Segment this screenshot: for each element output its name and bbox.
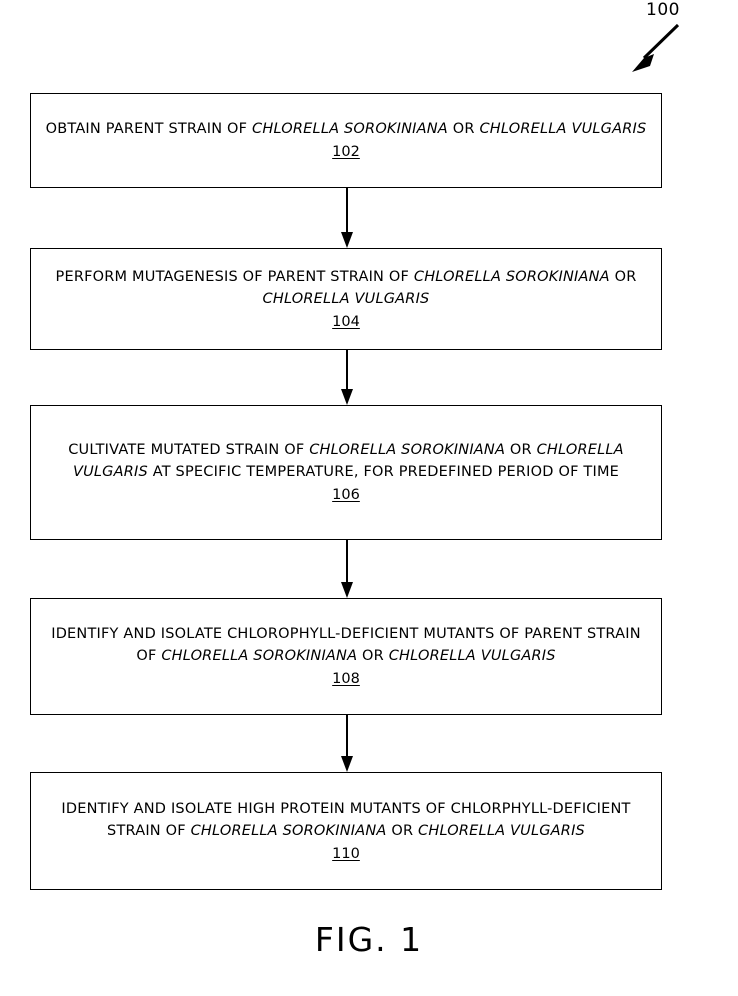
figure-reference-number: 100: [646, 0, 680, 20]
flowchart-step-104: PERFORM MUTAGENESIS OF PARENT STRAIN OF …: [30, 248, 662, 350]
flowchart-step-102-ref: 102: [332, 144, 360, 160]
flowchart-step-106-text: CULTIVATE MUTATED STRAIN OF CHLORELLA SO…: [68, 442, 624, 480]
flowchart-step-102-text: OBTAIN PARENT STRAIN OF CHLORELLA SOROKI…: [45, 121, 647, 137]
connector-arrow-104-to-106: [341, 350, 353, 405]
flowchart-step-106-ref: 106: [332, 487, 360, 503]
flowchart-step-108-ref: 108: [332, 671, 360, 687]
flowchart-step-108-text: IDENTIFY AND ISOLATE CHLOROPHYLL-DEFICIE…: [51, 626, 641, 664]
flowchart-step-106: CULTIVATE MUTATED STRAIN OF CHLORELLA SO…: [30, 405, 662, 540]
flowchart-step-104-ref: 104: [332, 313, 360, 330]
connector-arrow-108-to-110: [341, 715, 353, 772]
flowchart-step-110-text: IDENTIFY AND ISOLATE HIGH PROTEIN MUTANT…: [61, 800, 631, 839]
connector-arrow-102-to-104: [341, 188, 353, 248]
flowchart-step-104-text: PERFORM MUTAGENESIS OF PARENT STRAIN OF …: [55, 268, 637, 307]
flowchart-step-108: IDENTIFY AND ISOLATE CHLOROPHYLL-DEFICIE…: [30, 598, 662, 715]
figure-caption: FIG. 1: [314, 920, 424, 959]
flowchart-step-110-ref: 110: [332, 845, 360, 862]
flowchart-step-102: OBTAIN PARENT STRAIN OF CHLORELLA SOROKI…: [30, 93, 662, 188]
flowchart-step-110: IDENTIFY AND ISOLATE HIGH PROTEIN MUTANT…: [30, 772, 662, 890]
connector-arrow-106-to-108: [341, 540, 353, 598]
figure-leader-arrow-icon: [632, 23, 680, 72]
